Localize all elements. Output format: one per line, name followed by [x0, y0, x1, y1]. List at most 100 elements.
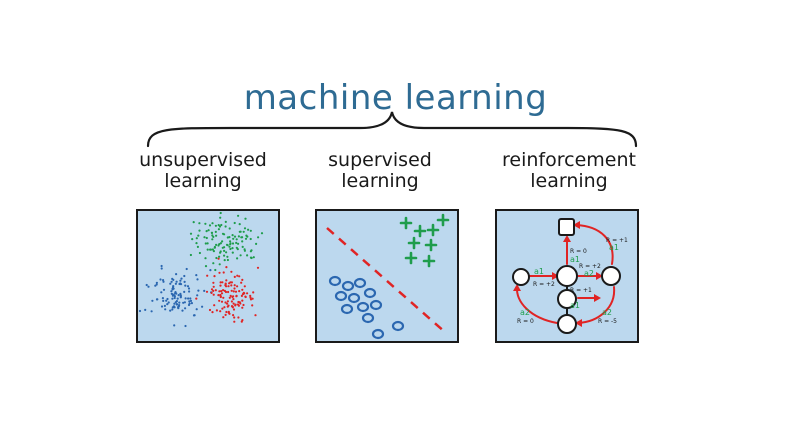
scatter-point [220, 223, 223, 227]
scatter-point [226, 300, 229, 303]
scatter-point [222, 316, 225, 319]
state-mid [557, 289, 577, 309]
scatter-point [192, 221, 195, 224]
scatter-point [204, 265, 208, 268]
scatter-point [242, 291, 245, 294]
scatter-point [183, 280, 186, 283]
scatter-point [236, 248, 239, 251]
scatter-point [232, 298, 235, 301]
scatter-point [222, 271, 225, 274]
scatter-point [229, 243, 232, 246]
scatter-point [215, 234, 218, 237]
scatter-point [224, 313, 227, 316]
scatter-point [155, 281, 158, 284]
scatter-point [225, 310, 228, 314]
oval-mark [371, 328, 385, 340]
scatter-point [212, 250, 215, 253]
scatter-point [165, 299, 168, 302]
scatter-point [195, 242, 198, 245]
scatter-point [238, 275, 241, 278]
scatter-point [244, 295, 247, 299]
scatter-point [227, 285, 230, 288]
scatter-point [178, 282, 181, 286]
scatter-point [228, 282, 231, 285]
scatter-point [191, 238, 194, 241]
reward-label: R = -5 [598, 318, 617, 325]
scatter-point [236, 285, 239, 288]
scatter-point [218, 255, 221, 258]
scatter-point [205, 230, 208, 233]
scatter-point [232, 314, 235, 317]
oval-mark [361, 312, 375, 324]
scatter-point [235, 238, 238, 241]
negative-class-marks [328, 275, 405, 340]
scatter-point [240, 294, 243, 297]
scatter-point [225, 251, 228, 254]
scatter-point [223, 259, 226, 262]
action-label: a2 [602, 308, 612, 317]
oval-mark [356, 301, 370, 313]
scatter-point [243, 248, 246, 251]
scatter-point [184, 297, 187, 300]
scatter-point [228, 245, 231, 248]
oval-mark [363, 287, 377, 299]
reward-label: R = +1 [570, 287, 592, 294]
oval-mark [353, 277, 367, 289]
scatter-point [236, 257, 239, 260]
scatter-point [181, 309, 184, 312]
scatter-point [241, 306, 244, 309]
scatter-point [223, 233, 226, 236]
oval-mark [340, 303, 354, 315]
plus-icon [399, 216, 413, 230]
scatter-point [184, 284, 187, 287]
scatter-point [183, 290, 186, 293]
scatter-point [223, 249, 226, 252]
scatter-point [169, 309, 172, 312]
positive-class-marks [399, 213, 450, 268]
scatter-point [213, 275, 216, 278]
scatter-point [218, 225, 222, 228]
scatter-point [171, 277, 174, 280]
scatter-point [223, 306, 226, 309]
scatter-point [231, 242, 235, 245]
scatter-point [215, 309, 218, 312]
scatter-point [211, 238, 214, 241]
scatter-point [219, 281, 222, 284]
scatter-point [212, 285, 215, 288]
scatter-point [219, 251, 222, 254]
scatter-point [198, 229, 201, 232]
scatter-point [160, 291, 163, 294]
scatter-point [162, 280, 165, 283]
scatter-point [224, 220, 227, 223]
oval-mark [347, 292, 361, 304]
scatter-point [233, 287, 236, 290]
scatter-point [241, 278, 244, 281]
scatter-point [201, 305, 204, 308]
scatter-point [250, 256, 253, 260]
unsupervised-line1: unsupervised [139, 149, 267, 171]
scatter-point [217, 228, 220, 231]
scatter-point [196, 294, 199, 297]
arrowhead-icon [563, 235, 571, 242]
reinforcement-learning-label: reinforcement learning [484, 150, 654, 192]
scatter-point [244, 237, 248, 240]
scatter-point [223, 246, 226, 249]
scatter-point [221, 281, 224, 284]
scatter-point [195, 297, 198, 300]
scatter-point [187, 287, 191, 290]
scatter-point [227, 310, 230, 313]
scatter-point [206, 242, 209, 245]
scatter-point [228, 296, 231, 299]
plus-icon [436, 213, 450, 227]
green-cluster [189, 211, 264, 272]
scatter-point [230, 270, 233, 273]
scatter-point [233, 221, 236, 225]
scatter-point [212, 293, 215, 296]
unsupervised-line2: learning [164, 170, 242, 192]
state-center [556, 265, 578, 287]
scatter-point [211, 311, 214, 314]
oval-mark [328, 275, 342, 287]
scatter-point [160, 264, 163, 268]
scatter-point [246, 235, 249, 238]
scatter-point [188, 300, 191, 303]
